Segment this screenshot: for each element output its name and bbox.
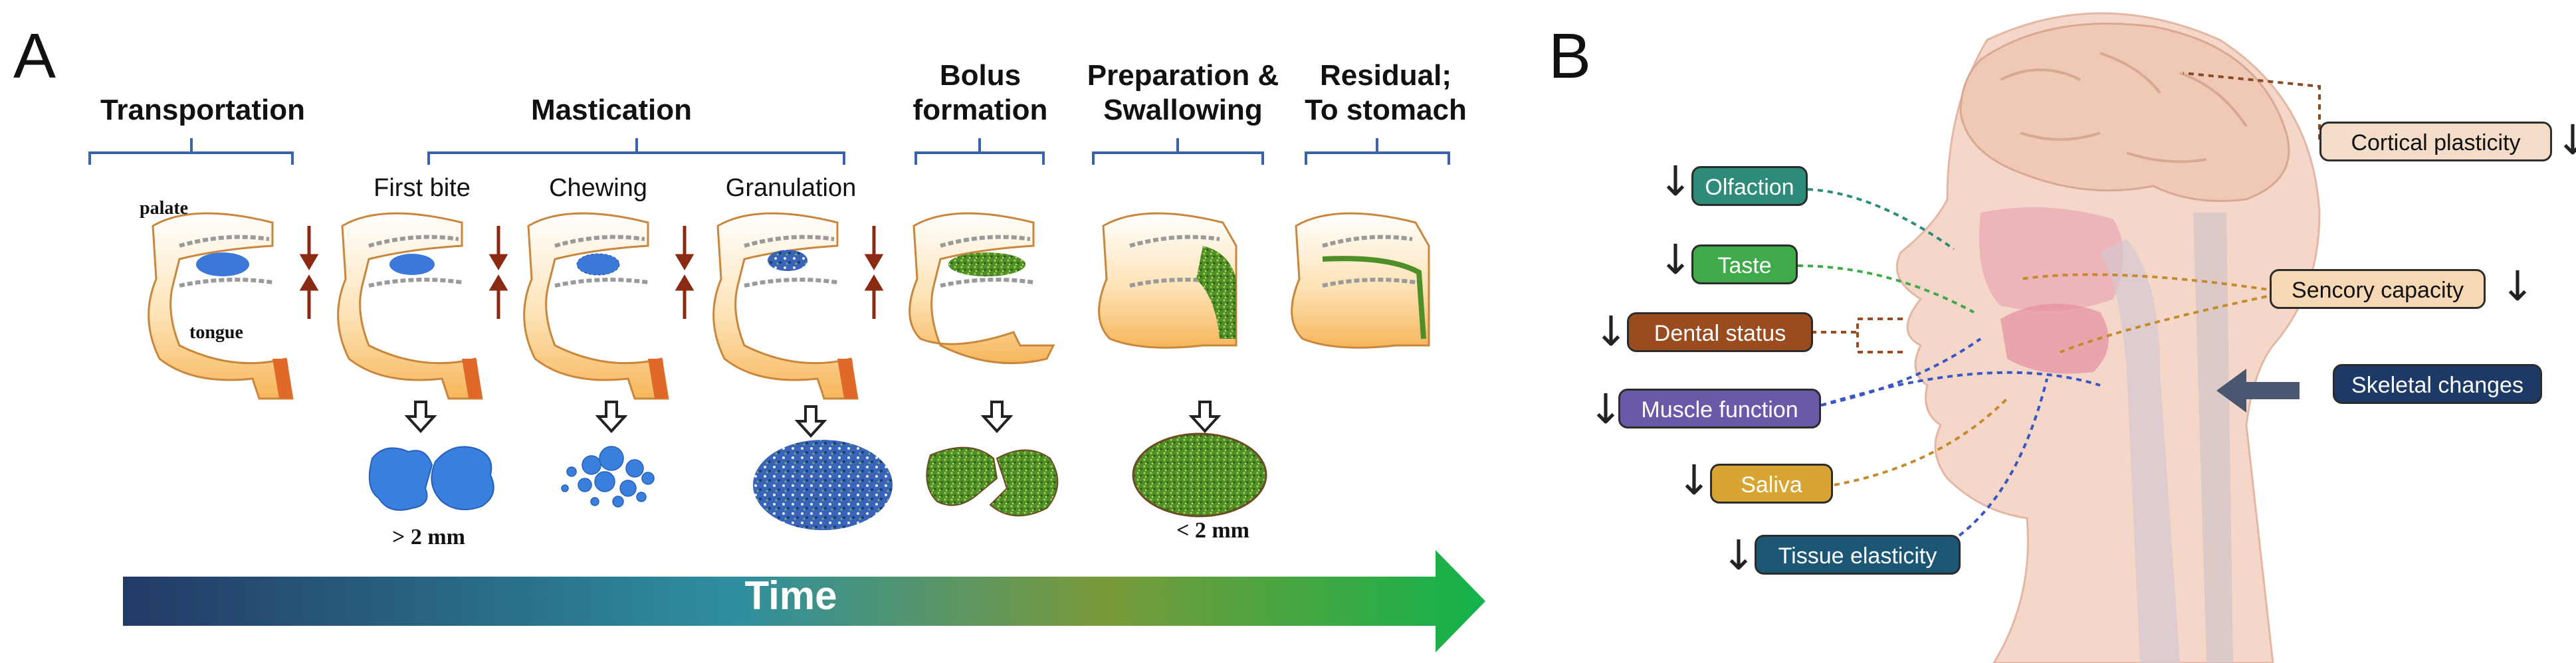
stage-preparation-line2: Swallowing bbox=[1103, 94, 1263, 126]
food-swallow-bolus bbox=[1132, 432, 1267, 518]
panel-a-graphics bbox=[88, 138, 1485, 652]
down-arrow-tissue: ↓ bbox=[1721, 531, 1756, 579]
skeletal-arrow bbox=[2216, 369, 2300, 413]
tag-taste: Taste bbox=[1691, 244, 1798, 284]
time-arrow bbox=[123, 550, 1485, 652]
stage-residual-line1: Residual; bbox=[1319, 59, 1452, 92]
connector-sensory-2 bbox=[2060, 291, 2287, 353]
mouth-diagram-5 bbox=[909, 212, 1055, 365]
tag-sencory-capacity: Sencory capacity bbox=[2270, 269, 2486, 309]
bracket-mastication bbox=[427, 138, 845, 165]
airway bbox=[2100, 239, 2180, 663]
motion-arrow-3 bbox=[675, 226, 695, 319]
stage-bolus-line1: Bolus bbox=[939, 59, 1021, 92]
bracket-bolus bbox=[914, 138, 1045, 165]
tag-tissue-elasticity: Tissue elasticity bbox=[1755, 535, 1961, 575]
motion-arrow-4 bbox=[864, 226, 884, 319]
connector-saliva bbox=[1834, 397, 2008, 486]
mouth-diagram-7 bbox=[1291, 212, 1430, 349]
mouth-diagram-6 bbox=[1098, 212, 1237, 349]
stage-brackets bbox=[88, 138, 1450, 165]
tag-saliva: Saliva bbox=[1710, 464, 1833, 504]
time-label: Time bbox=[744, 573, 837, 618]
down-arrow-sensory: ↓ bbox=[2500, 262, 2535, 310]
connector-taste bbox=[1797, 264, 1975, 314]
oral-cavity bbox=[1979, 207, 2123, 311]
bracket-preparation bbox=[1092, 138, 1264, 165]
food-large-pieces bbox=[368, 446, 494, 511]
connector-olfaction bbox=[1807, 188, 1955, 250]
down-arrow-olfaction: ↓ bbox=[1658, 157, 1693, 205]
down-arrow-saliva: ↓ bbox=[1677, 456, 1711, 504]
bracket-residual bbox=[1305, 138, 1450, 165]
panel-b-letter: B bbox=[1549, 21, 1592, 92]
stage-preparation-line1: Preparation & bbox=[1087, 59, 1279, 92]
down-arrow-taste: ↓ bbox=[1658, 235, 1693, 284]
stage-bolus-line2: formation bbox=[912, 94, 1048, 126]
food-bolus-pieces bbox=[926, 446, 1059, 517]
spine bbox=[2193, 213, 2233, 663]
brain bbox=[1959, 23, 2290, 202]
head-illustration bbox=[1895, 12, 2321, 663]
connector-muscle bbox=[1820, 337, 1982, 407]
tongue-motion-arrows bbox=[299, 226, 884, 319]
connector-tissue bbox=[1933, 378, 2048, 553]
mouth-diagrams bbox=[148, 212, 1430, 400]
hollow-down-arrows bbox=[404, 401, 1222, 438]
bracket-transportation bbox=[88, 138, 294, 165]
stage-mastication-title: Mastication bbox=[530, 94, 693, 126]
connector-muscle-2 bbox=[1820, 371, 2101, 407]
size-label-large: > 2 mm bbox=[391, 525, 466, 549]
hollow-arrow-4 bbox=[980, 401, 1014, 433]
panel-a-letter: A bbox=[13, 21, 56, 92]
connector-sensory bbox=[2020, 273, 2287, 294]
tag-skeletal-changes: Skeletal changes bbox=[2333, 364, 2542, 404]
hollow-arrow-1 bbox=[404, 401, 437, 433]
mouth-diagram-4 bbox=[712, 212, 859, 400]
down-arrow-cortical: ↓ bbox=[2555, 116, 2576, 164]
mouth-diagram-3 bbox=[523, 212, 669, 400]
down-arrow-muscle: ↓ bbox=[1588, 385, 1623, 433]
food-states bbox=[368, 432, 1267, 530]
connector-dental bbox=[1811, 318, 1907, 353]
mouth-diagram-2 bbox=[337, 212, 483, 400]
size-label-small: < 2 mm bbox=[1176, 518, 1250, 543]
down-arrow-dental: ↓ bbox=[1594, 307, 1628, 355]
hollow-arrow-2 bbox=[595, 401, 628, 433]
connector-lines bbox=[1797, 72, 2321, 553]
label-tongue: tongue bbox=[189, 322, 243, 343]
substage-chewing: Chewing bbox=[549, 174, 647, 202]
food-chewed-fragments bbox=[561, 446, 655, 508]
tag-cortical-plasticity: Cortical plasticity bbox=[2319, 122, 2552, 161]
motion-arrow-2 bbox=[488, 226, 508, 319]
tag-olfaction: Olfaction bbox=[1691, 166, 1808, 206]
tongue-shape bbox=[2000, 304, 2109, 374]
hollow-arrow-3 bbox=[794, 405, 827, 438]
stage-residual-title: Residual; To stomach bbox=[1296, 58, 1475, 128]
label-palate: palate bbox=[140, 198, 189, 219]
substage-first-bite: First bite bbox=[374, 174, 471, 202]
stage-residual-line2: To stomach bbox=[1305, 94, 1467, 126]
mouth-diagram-1 bbox=[148, 212, 294, 400]
motion-arrow-1 bbox=[299, 226, 319, 319]
food-granules bbox=[753, 440, 893, 530]
hollow-arrow-5 bbox=[1188, 401, 1222, 433]
tag-muscle-function: Muscle function bbox=[1618, 389, 1821, 428]
tag-dental-status: Dental status bbox=[1627, 312, 1813, 352]
connector-cortical bbox=[2183, 72, 2321, 140]
stage-transportation-title: Transportation bbox=[100, 94, 306, 126]
stage-bolus-title: Bolus formation bbox=[904, 58, 1057, 128]
substage-granulation: Granulation bbox=[725, 174, 857, 202]
stage-preparation-title: Preparation & Swallowing bbox=[1070, 58, 1296, 128]
